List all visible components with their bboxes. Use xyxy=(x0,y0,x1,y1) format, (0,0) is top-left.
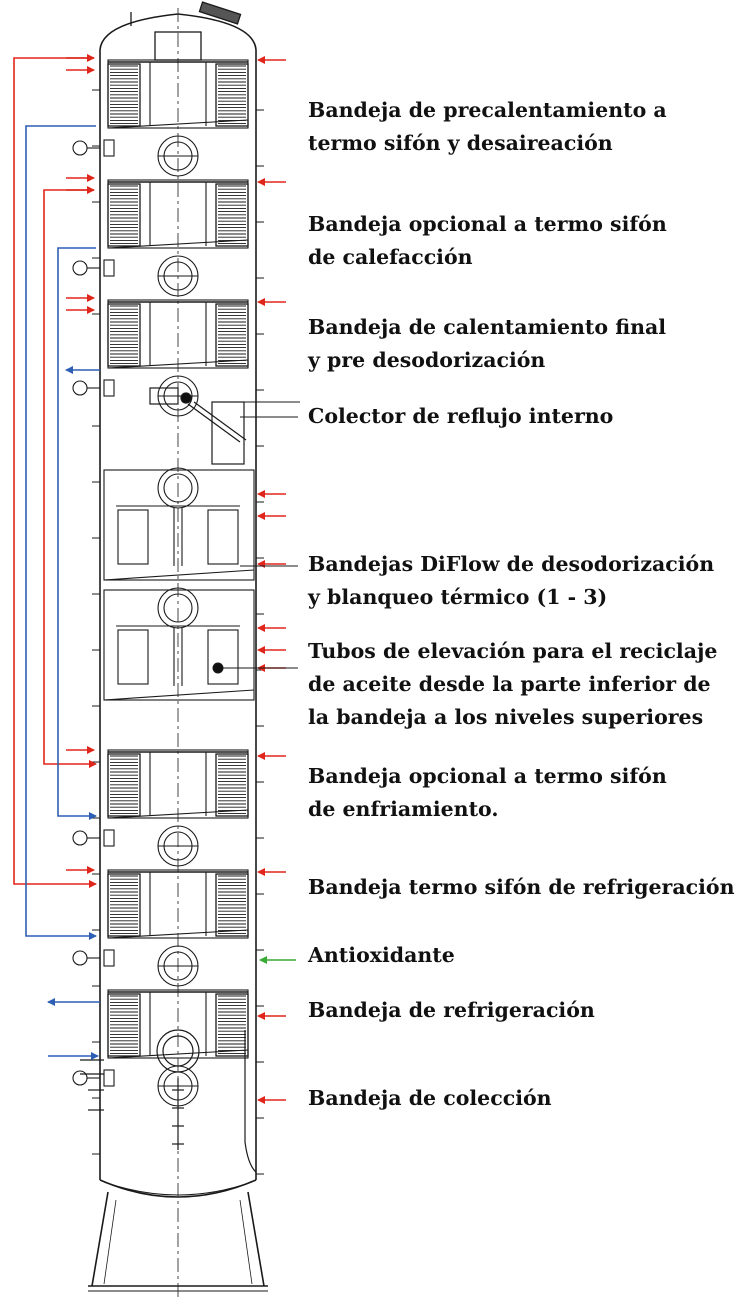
diflow-manway-inner xyxy=(163,473,193,503)
collection-tray xyxy=(80,1029,257,1173)
coil-frame xyxy=(215,303,249,367)
tray-floor xyxy=(107,119,249,129)
trays xyxy=(107,59,249,1107)
diflow-floor xyxy=(103,569,255,581)
coil-frame xyxy=(107,183,141,247)
side-valve xyxy=(72,259,115,277)
valve-wheel xyxy=(72,950,88,966)
label-collection-tray: Bandeja de colección xyxy=(308,1086,552,1110)
red-loop-inner xyxy=(43,189,97,768)
valve-wheel xyxy=(72,380,88,396)
red-loop-outer xyxy=(13,57,97,888)
side-valve xyxy=(72,949,115,967)
tray-floor xyxy=(107,809,249,819)
diflow-manway-inner xyxy=(163,593,193,623)
thermosiphon-tray xyxy=(107,749,249,867)
side-valve xyxy=(72,379,115,397)
heat-exchanger-coil xyxy=(215,63,249,127)
label-refrigeration-tray: Bandeja de refrigeración xyxy=(308,998,595,1022)
valve-wheel xyxy=(72,830,88,846)
tray-floor xyxy=(107,239,249,249)
blue-loop-inner xyxy=(57,247,97,820)
side-valve xyxy=(72,1069,115,1087)
side-valve xyxy=(72,139,115,157)
coil-frame xyxy=(215,873,249,937)
diflow-tray xyxy=(103,587,255,701)
valve-body xyxy=(103,259,115,277)
thermosiphon-tray xyxy=(107,869,249,987)
valve-body xyxy=(103,379,115,397)
diflow-chamber-left xyxy=(117,509,149,565)
label-reflux-collector: Colector de reflujo interno xyxy=(308,404,614,428)
heat-exchanger-coil xyxy=(215,873,249,937)
diflow-manway-outer xyxy=(157,587,199,629)
diflow-chamber-right xyxy=(207,509,239,565)
valve-body xyxy=(103,949,115,967)
coil-frame xyxy=(107,303,141,367)
diflow-wall xyxy=(103,469,255,581)
side-nozzles xyxy=(72,89,264,1175)
diflow-floor xyxy=(103,689,255,701)
blue-loop-outer xyxy=(25,125,97,940)
coil-frame xyxy=(215,993,249,1057)
heat-exchanger-coil xyxy=(107,183,141,247)
heat-exchanger-coil xyxy=(215,993,249,1057)
tray-floor xyxy=(107,929,249,939)
heat-exchanger-coil xyxy=(107,63,141,127)
diflow-chamber-right xyxy=(207,629,239,685)
coil-frame xyxy=(215,63,249,127)
diflow-manway-outer xyxy=(157,467,199,509)
coil-frame xyxy=(107,63,141,127)
valve-wheel xyxy=(72,140,88,156)
heat-exchanger-coil xyxy=(215,183,249,247)
valve-body xyxy=(103,829,115,847)
heat-exchanger-coil xyxy=(107,993,141,1057)
tray-floor xyxy=(107,1049,249,1059)
side-valve xyxy=(72,829,115,847)
coil-frame xyxy=(107,993,141,1057)
heat-exchanger-coil xyxy=(107,873,141,937)
heat-exchanger-coil xyxy=(107,753,141,817)
flow-lines xyxy=(13,54,296,1104)
coil-frame xyxy=(215,183,249,247)
tray-floor xyxy=(107,359,249,369)
label-antioxidant: Antioxidante xyxy=(308,943,455,967)
valve-body xyxy=(103,1069,115,1087)
valve-wheel xyxy=(72,260,88,276)
thermosiphon-tray xyxy=(107,299,249,417)
label-thermosiphon-refrigeration-tray: Bandeja termo sifón de refrigeración xyxy=(308,875,735,899)
coil-frame xyxy=(107,873,141,937)
heat-exchanger-coil xyxy=(215,753,249,817)
heat-exchanger-coil xyxy=(215,303,249,367)
diflow-chamber-left xyxy=(117,629,149,685)
label-leaders xyxy=(212,416,298,674)
coil-frame xyxy=(107,753,141,817)
thermosiphon-tray xyxy=(107,59,249,177)
valve-body xyxy=(103,139,115,157)
top-nozzles xyxy=(130,1,242,61)
diflow-section xyxy=(103,467,255,701)
diflow-tray xyxy=(103,467,255,581)
reflux-collector xyxy=(149,387,300,465)
tray-wall xyxy=(107,989,249,1059)
diflow-wall xyxy=(103,589,255,701)
coil-frame xyxy=(215,753,249,817)
thermosiphon-tray xyxy=(107,179,249,297)
heat-exchanger-coil xyxy=(107,303,141,367)
valve-wheel xyxy=(72,1070,88,1086)
